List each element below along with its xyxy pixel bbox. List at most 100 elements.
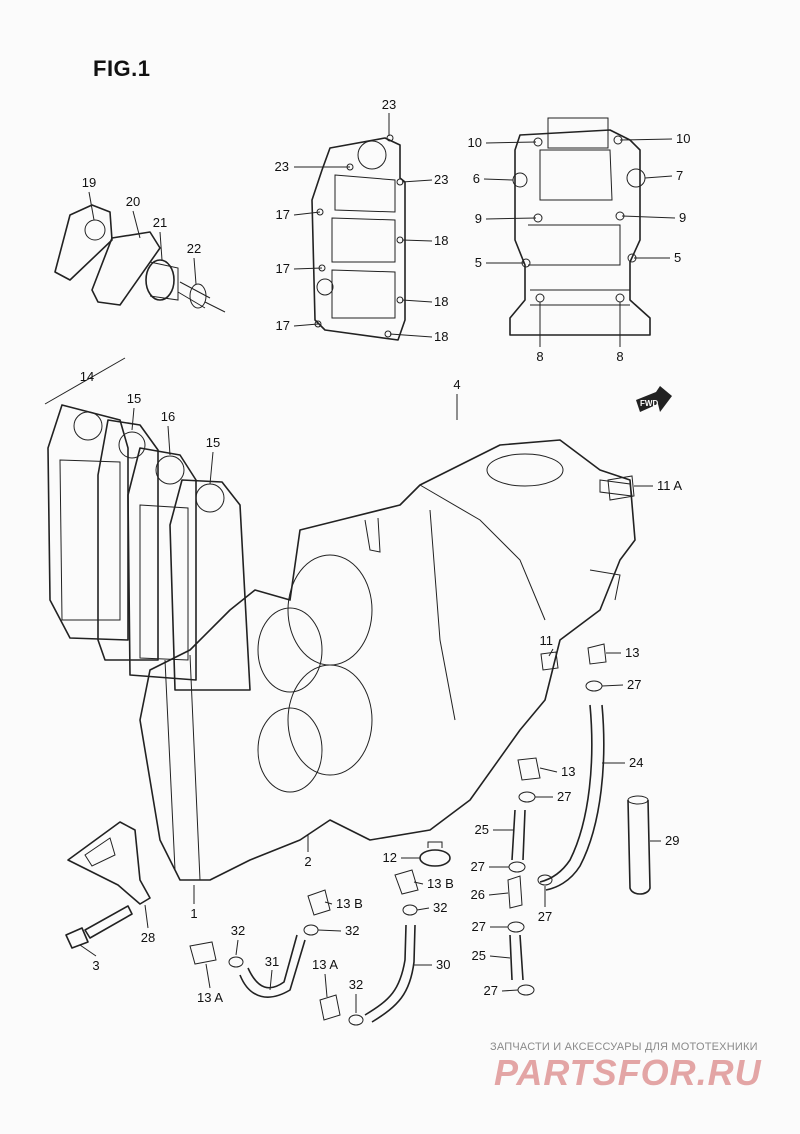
leader-line xyxy=(131,407,135,431)
leader-line xyxy=(401,239,433,242)
leader-line xyxy=(132,210,141,239)
leader-line xyxy=(269,969,273,991)
leader-line xyxy=(317,929,342,932)
part-callout-c11: 11 xyxy=(540,633,554,648)
part-callout-c5b: 5 xyxy=(674,250,681,265)
exhaust-covers xyxy=(47,404,251,691)
part-callout-c18c: 18 xyxy=(434,329,448,344)
part-callout-c27c: 27 xyxy=(471,859,485,874)
leader-line xyxy=(488,892,509,896)
part-callout-c13A1: 13 A xyxy=(312,957,338,972)
part-callout-c10a: 10 xyxy=(468,135,482,150)
part-callout-c10b: 10 xyxy=(676,131,690,146)
part-callout-c12: 12 xyxy=(383,850,397,865)
part-callout-c14: 14 xyxy=(80,369,94,384)
part-callout-c8b: 8 xyxy=(616,349,623,364)
crankcase-top-view xyxy=(509,117,651,336)
part-callout-c30: 30 xyxy=(436,957,450,972)
part-callout-c23b: 23 xyxy=(275,159,289,174)
part-callout-c22: 22 xyxy=(187,241,201,256)
thermostat-group xyxy=(54,204,226,313)
part-callout-c1: 1 xyxy=(190,906,197,921)
part-callout-c18a: 18 xyxy=(434,233,448,248)
exhaust-cover-gasket xyxy=(311,134,406,341)
part-callout-c27f: 27 xyxy=(484,983,498,998)
leader-line xyxy=(416,907,430,911)
part-callout-c27a: 27 xyxy=(627,677,641,692)
leader-line xyxy=(205,963,211,989)
leader-line xyxy=(413,881,424,885)
part-callout-c13a: 13 xyxy=(625,645,639,660)
part-callout-c27b: 27 xyxy=(557,789,571,804)
part-callout-c13A2: 13 A xyxy=(197,990,223,1005)
part-callout-c15b: 15 xyxy=(206,435,220,450)
part-callout-c16: 16 xyxy=(161,409,175,424)
leader-line xyxy=(601,684,624,687)
leader-line xyxy=(293,211,321,216)
part-callout-c32c: 32 xyxy=(345,923,359,938)
small-parts xyxy=(65,475,651,1026)
leader-line xyxy=(193,257,197,285)
leader-line xyxy=(619,138,673,141)
part-callout-c27d: 27 xyxy=(538,909,552,924)
leader-line xyxy=(324,973,328,998)
part-callout-c29: 29 xyxy=(665,833,679,848)
leader-line xyxy=(401,299,433,303)
leader-line xyxy=(483,178,514,181)
figure-title: FIG.1 xyxy=(93,56,151,81)
leader-line xyxy=(485,141,537,144)
part-callout-c25b: 25 xyxy=(472,948,486,963)
part-callout-c13B2: 13 B xyxy=(336,896,363,911)
leader-line xyxy=(621,215,676,219)
part-callout-c27e: 27 xyxy=(472,919,486,934)
leader-line xyxy=(235,939,239,956)
part-callout-c8a: 8 xyxy=(536,349,543,364)
part-callout-c32d: 32 xyxy=(349,977,363,992)
fwd-arrow-icon: FWD xyxy=(636,386,672,412)
leader-line xyxy=(44,357,126,405)
leader-line xyxy=(539,767,558,773)
part-callout-c23a: 23 xyxy=(382,97,396,112)
part-callout-c11A: 11 A xyxy=(657,478,682,493)
leader-line xyxy=(293,323,319,327)
part-callout-c20: 20 xyxy=(126,194,140,209)
part-callout-c21: 21 xyxy=(153,215,167,230)
watermark-logo: PARTSFOR.RU xyxy=(494,1052,762,1093)
leader-line xyxy=(489,955,511,959)
part-callout-c31: 31 xyxy=(265,954,279,969)
part-callout-c19: 19 xyxy=(82,175,96,190)
part-callout-c13B1: 13 B xyxy=(427,876,454,891)
part-callout-c17a: 17 xyxy=(276,207,290,222)
part-callout-c2: 2 xyxy=(304,854,311,869)
leader-line xyxy=(389,333,433,338)
part-callout-c3: 3 xyxy=(92,958,99,973)
part-callout-c7: 7 xyxy=(676,168,683,183)
part-callout-c17b: 17 xyxy=(276,261,290,276)
part-callout-c9a: 9 xyxy=(475,211,482,226)
leader-line xyxy=(144,904,149,929)
part-callout-c32b: 32 xyxy=(231,923,245,938)
part-callout-c15a: 15 xyxy=(127,391,141,406)
part-callout-c9b: 9 xyxy=(679,210,686,225)
part-callout-c6: 6 xyxy=(473,171,480,186)
leader-line xyxy=(324,901,333,905)
part-callout-c28: 28 xyxy=(141,930,155,945)
part-callout-c23c: 23 xyxy=(434,172,448,187)
part-callout-c25a: 25 xyxy=(475,822,489,837)
part-callout-c32a: 32 xyxy=(433,900,447,915)
leader-line xyxy=(209,451,214,485)
leader-line xyxy=(644,175,673,179)
fwd-label: FWD xyxy=(640,399,658,408)
leader-line xyxy=(167,425,171,456)
part-callout-c24: 24 xyxy=(629,755,643,770)
leader-line xyxy=(159,231,163,261)
watermark-caption: ЗАПЧАСТИ И АКСЕССУАРЫ ДЛЯ МОТОТЕХНИКИ xyxy=(490,1041,758,1053)
part-callout-c13b: 13 xyxy=(561,764,575,779)
leader-lines xyxy=(44,113,676,1013)
part-callout-c26: 26 xyxy=(471,887,485,902)
cylinder-block xyxy=(139,439,636,881)
part-callout-c5a: 5 xyxy=(475,255,482,270)
